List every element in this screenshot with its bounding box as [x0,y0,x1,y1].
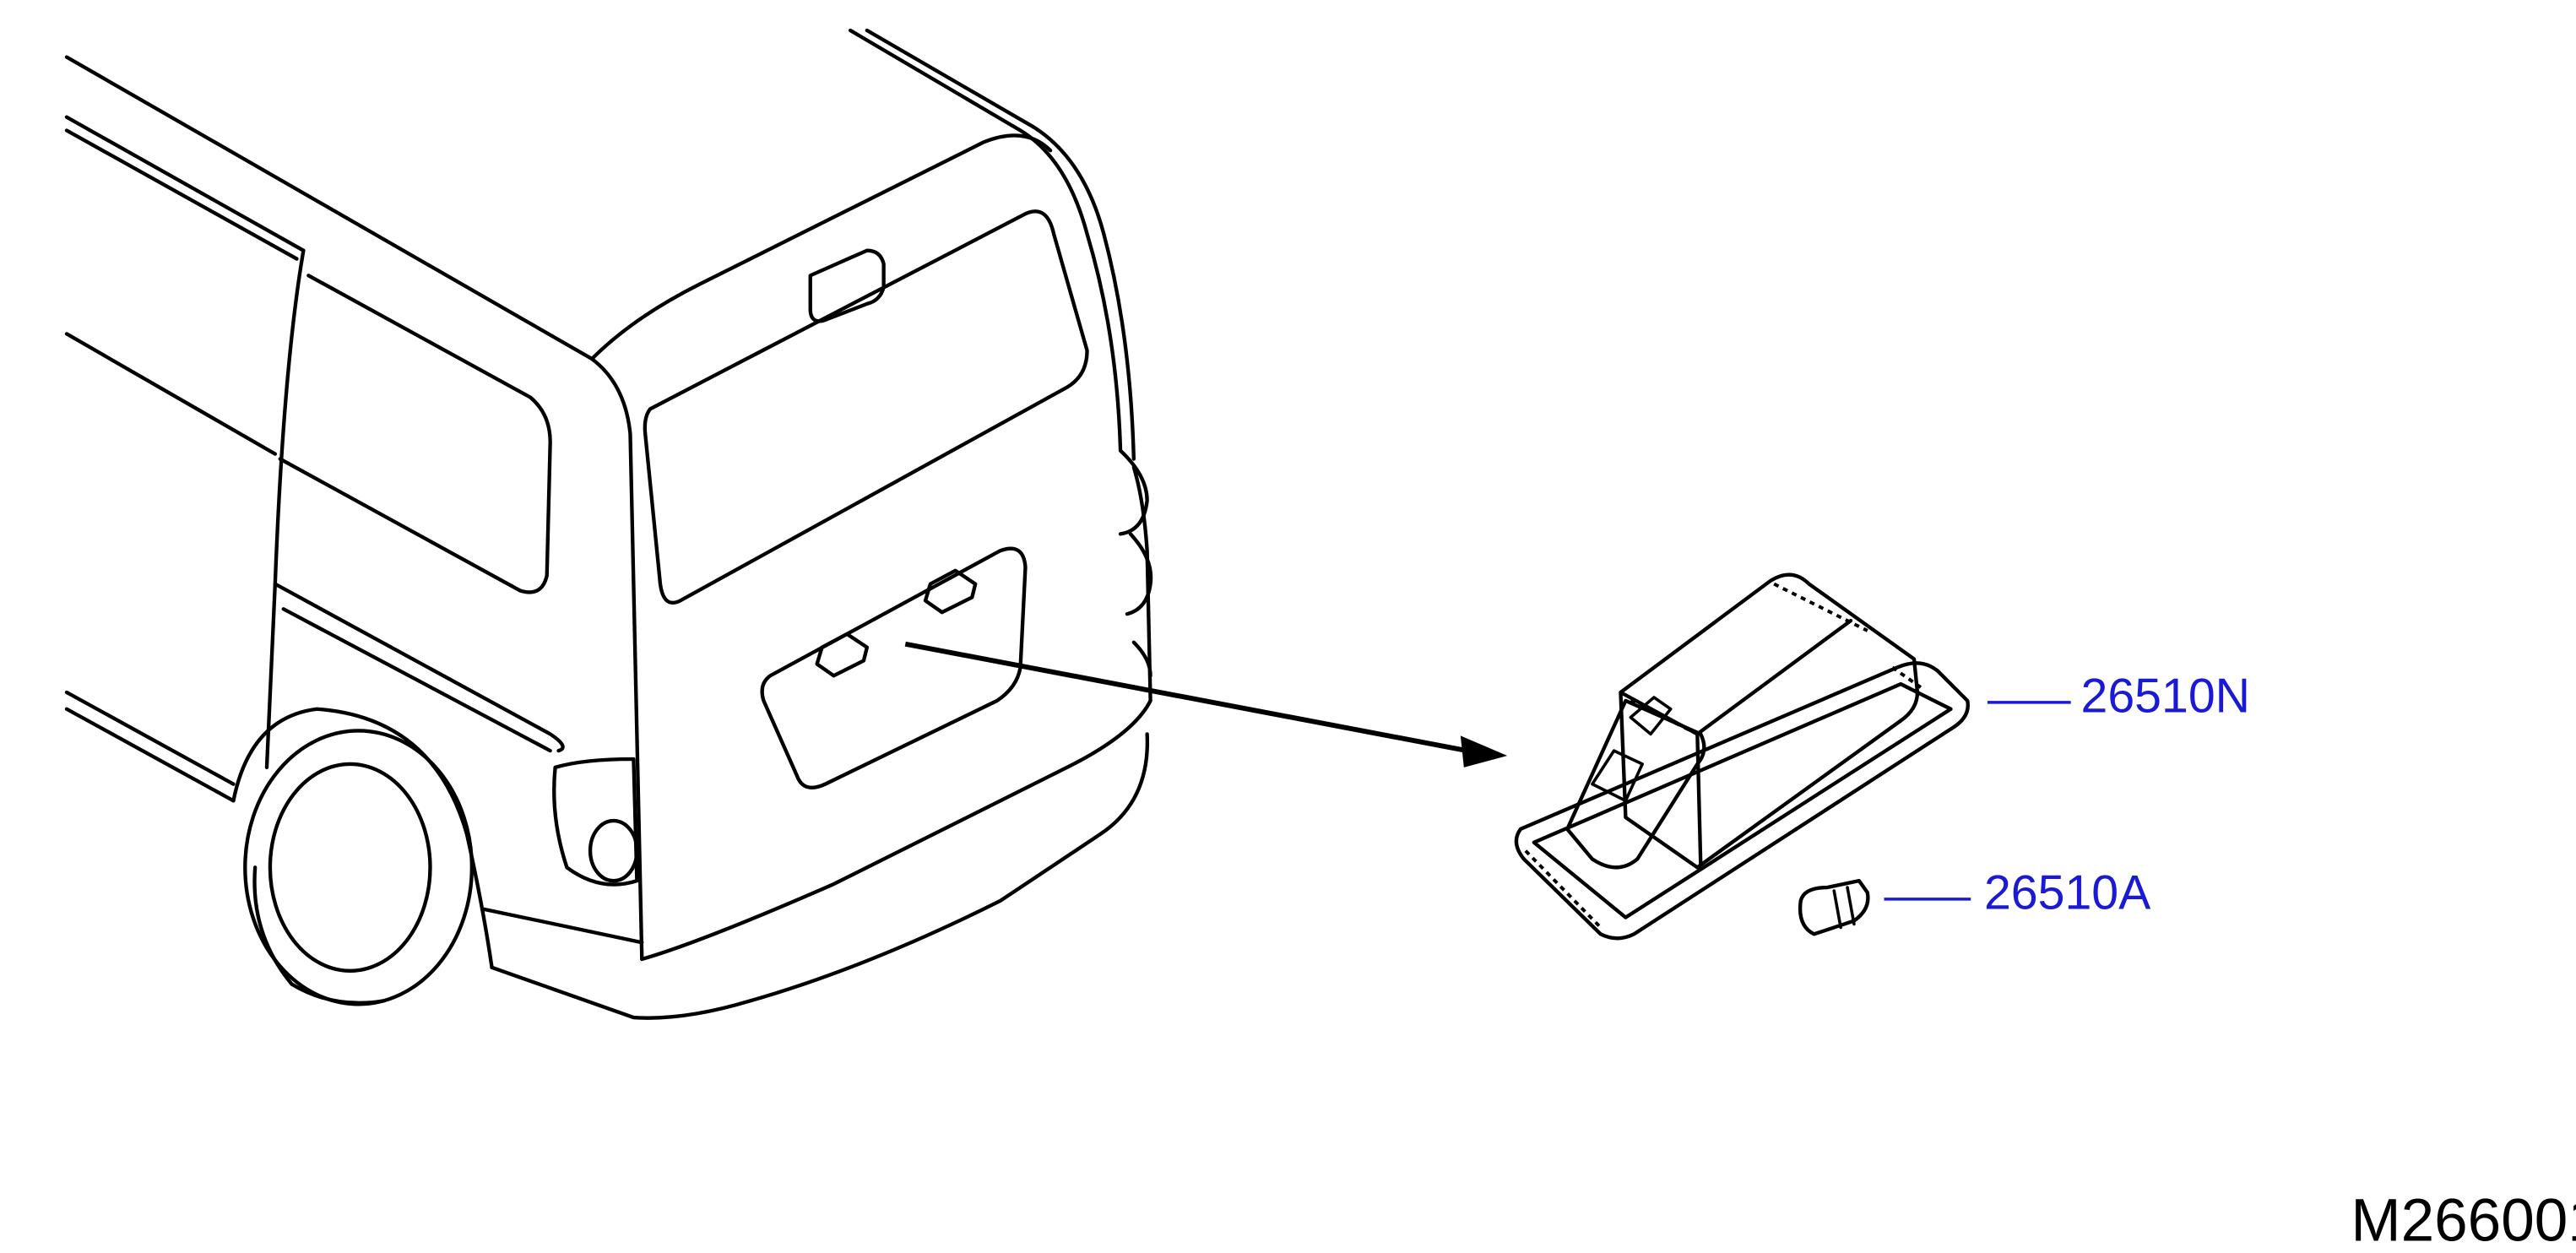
callout-26510A: 26510A [1884,866,2151,920]
wedge-bulb [1798,878,1870,936]
diagram-id: M266001J [2351,1188,2576,1253]
van-illustration [64,28,1153,1020]
callout-26510N: 26510N [1987,670,2250,724]
part-number-label: 26510N [2080,670,2250,724]
pointer-arrow [904,641,1508,768]
license-lamp-assembly [1514,572,1970,941]
part-number-label: 26510A [1984,866,2151,920]
